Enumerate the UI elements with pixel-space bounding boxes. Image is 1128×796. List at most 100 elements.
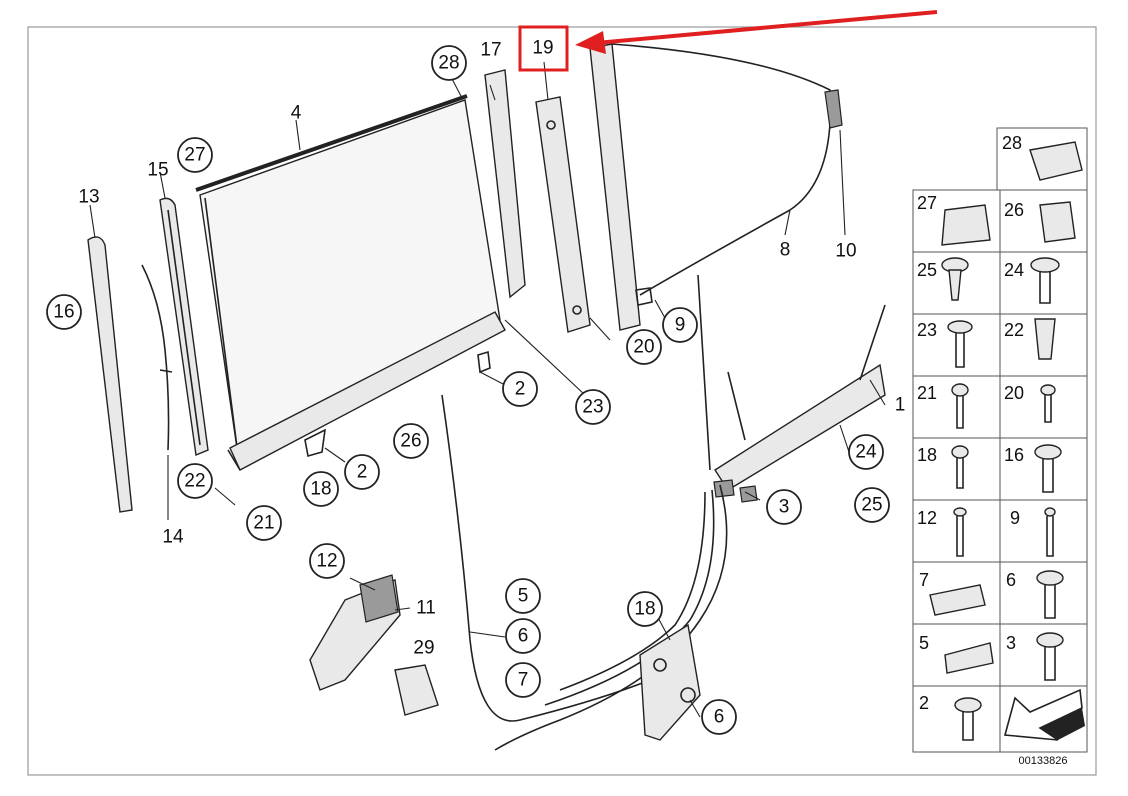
callouts: 1 2 2 3 4 5 6 6 7 8 9 10 11 12 13 14 15 …	[46, 38, 906, 735]
callout-12: 12	[309, 543, 345, 579]
guide-19	[535, 96, 591, 333]
svg-text:11: 11	[416, 598, 436, 619]
clip-icon	[941, 141, 1083, 246]
svg-text:6: 6	[518, 626, 529, 647]
svg-text:18: 18	[310, 479, 331, 500]
callout-6a: 6	[505, 618, 541, 654]
legend-item-6: 6	[1006, 570, 1016, 590]
svg-text:8: 8	[780, 240, 791, 261]
callout-22: 22	[177, 463, 213, 499]
screw-icon	[929, 257, 1064, 741]
callout-2b: 2	[344, 454, 380, 490]
legend-item-23: 23	[917, 320, 937, 340]
callout-11: 11	[416, 598, 436, 619]
callout-18a: 18	[303, 471, 339, 507]
callout-10: 10	[835, 241, 856, 262]
svg-text:5: 5	[518, 586, 529, 607]
arrow-icon	[1003, 688, 1085, 741]
svg-text:14: 14	[162, 527, 184, 548]
svg-text:22: 22	[184, 471, 205, 492]
regulator-1	[697, 274, 886, 503]
callout-15: 15	[147, 160, 168, 181]
cable-14	[141, 264, 173, 451]
svg-text:20: 20	[633, 337, 654, 358]
callout-4: 4	[291, 103, 302, 124]
legend-item-3: 3	[1006, 633, 1016, 653]
svg-text:15: 15	[147, 160, 168, 181]
callout-2a: 2	[502, 371, 538, 407]
svg-text:6: 6	[714, 707, 725, 728]
svg-text:16: 16	[53, 302, 74, 323]
legend-item-28: 28	[1002, 133, 1022, 153]
svg-text:18: 18	[634, 599, 655, 620]
callout-19: 19	[532, 38, 553, 59]
legend-item-26: 26	[1004, 200, 1024, 220]
svg-text:26: 26	[400, 431, 421, 452]
svg-text:25: 25	[861, 495, 882, 516]
svg-text:23: 23	[582, 397, 603, 418]
left-channel-13	[87, 236, 133, 513]
svg-text:19: 19	[532, 38, 553, 59]
callout-8: 8	[780, 240, 791, 261]
legend-item-18: 18	[917, 445, 937, 465]
svg-text:12: 12	[316, 551, 337, 572]
callout-16: 16	[46, 294, 82, 330]
clip-icon	[394, 664, 439, 716]
callout-13: 13	[78, 187, 99, 208]
svg-text:13: 13	[78, 187, 99, 208]
highlight-arrow-icon	[575, 10, 938, 54]
lower-rail	[227, 311, 506, 471]
svg-text:28: 28	[438, 53, 459, 74]
callout-29: 29	[413, 638, 434, 659]
legend-item-9: 9	[1010, 508, 1020, 528]
callout-23: 23	[575, 389, 611, 425]
parts-legend: 28 27 26 25 24 23 22 21 20 18 16 12 9 7 …	[912, 127, 1088, 767]
legend-item-20: 20	[1004, 383, 1024, 403]
callout-28: 28	[431, 45, 467, 81]
legend-item-5: 5	[919, 633, 929, 653]
channel-15	[159, 197, 209, 456]
callout-25: 25	[854, 487, 890, 523]
svg-text:21: 21	[253, 513, 274, 534]
callout-27: 27	[177, 137, 213, 173]
svg-text:10: 10	[835, 241, 856, 262]
svg-text:2: 2	[515, 379, 526, 400]
callout-24: 24	[848, 434, 884, 470]
svg-text:17: 17	[480, 40, 501, 61]
legend-item-25: 25	[917, 260, 937, 280]
legend-item-7: 7	[919, 570, 929, 590]
legend-item-24: 24	[1004, 260, 1024, 280]
callout-26: 26	[393, 423, 429, 459]
callout-14: 14	[162, 527, 184, 548]
callout-1: 1	[895, 395, 906, 416]
regulator-mechanism	[639, 623, 701, 741]
highlight-box	[518, 25, 569, 72]
callout-3: 3	[766, 489, 802, 525]
callout-17: 17	[480, 40, 501, 61]
guide-17	[484, 69, 526, 299]
svg-text:27: 27	[184, 145, 205, 166]
callout-21: 21	[246, 505, 282, 541]
legend-item-16: 16	[1004, 445, 1024, 465]
callout-7: 7	[505, 662, 541, 698]
legend-item-22: 22	[1004, 320, 1024, 340]
legend-item-2: 2	[919, 693, 929, 713]
callout-20: 20	[626, 329, 662, 365]
svg-text:9: 9	[675, 315, 686, 336]
legend-item-21: 21	[917, 383, 937, 403]
legend-item-12: 12	[917, 508, 937, 528]
leader-lines	[89, 61, 886, 718]
svg-text:7: 7	[518, 670, 529, 691]
document-number: 00133826	[1019, 755, 1068, 767]
callout-5: 5	[505, 578, 541, 614]
svg-text:3: 3	[779, 497, 790, 518]
svg-text:1: 1	[895, 395, 906, 416]
svg-text:2: 2	[357, 462, 368, 483]
svg-text:29: 29	[413, 638, 434, 659]
callout-9: 9	[662, 307, 698, 343]
callout-18b: 18	[627, 591, 663, 627]
svg-text:24: 24	[855, 442, 877, 463]
svg-text:4: 4	[291, 103, 302, 124]
legend-item-27: 27	[917, 193, 937, 213]
